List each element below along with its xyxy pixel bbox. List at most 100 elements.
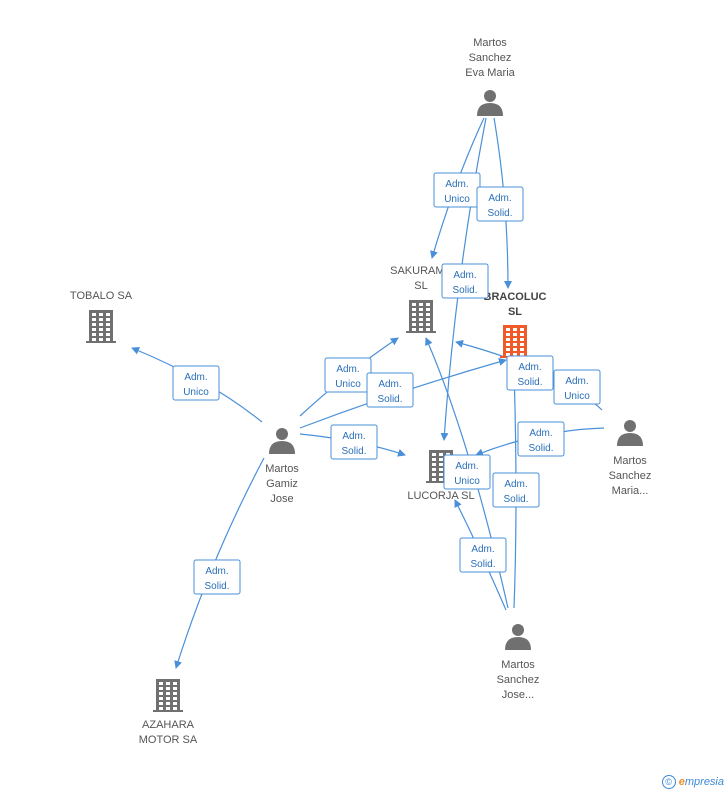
building-window bbox=[159, 692, 163, 695]
building-window bbox=[426, 313, 430, 316]
building-window bbox=[419, 328, 423, 331]
building-window bbox=[166, 692, 170, 695]
node-label: Martos bbox=[473, 37, 507, 49]
building-window bbox=[99, 333, 103, 336]
person-body bbox=[617, 433, 643, 446]
building-window bbox=[412, 308, 416, 311]
building-window bbox=[506, 328, 510, 331]
badge-label: Adm. bbox=[342, 431, 365, 442]
badge-label: Adm. bbox=[518, 362, 541, 373]
node-label: MOTOR SA bbox=[139, 734, 198, 746]
node-label: Maria... bbox=[612, 485, 649, 497]
edge-badge[interactable]: Adm. Unico bbox=[324, 357, 372, 393]
edge-badge[interactable]: Adm.Solid. bbox=[459, 537, 507, 573]
building-window bbox=[439, 463, 443, 466]
edge-badge[interactable]: Adm. Solid. bbox=[441, 263, 489, 299]
node-label: Jose bbox=[270, 493, 293, 505]
node-jose[interactable]: MartosSanchezJose... bbox=[497, 624, 540, 701]
badge-label: Adm. bbox=[488, 193, 511, 204]
person-icon bbox=[617, 420, 643, 446]
badge-label: Adm. bbox=[565, 376, 588, 387]
footer-brand[interactable]: ©empresia bbox=[661, 775, 724, 789]
building-window bbox=[412, 313, 416, 316]
building-window bbox=[173, 707, 177, 710]
building-window bbox=[166, 682, 170, 685]
person-body bbox=[269, 441, 295, 454]
badge-label: Solid. bbox=[517, 377, 542, 388]
edge-badge[interactable]: Adm. Solid. bbox=[330, 424, 378, 460]
node-maria[interactable]: MartosSanchezMaria... bbox=[609, 420, 652, 497]
badge-label: Solid. bbox=[487, 208, 512, 219]
edge-badge[interactable]: Adm. Unico bbox=[553, 369, 601, 405]
edge-badge[interactable]: Adm.Solid. bbox=[366, 372, 414, 408]
person-icon bbox=[269, 428, 295, 454]
edge-badge[interactable]: Adm.Unico bbox=[172, 365, 220, 401]
edge-badge[interactable]: Adm. Solid. bbox=[506, 355, 554, 391]
building-window bbox=[432, 453, 436, 456]
building-window bbox=[419, 323, 423, 326]
node-label: Sanchez bbox=[469, 52, 512, 64]
node-label: SL bbox=[414, 280, 427, 292]
node-label: Martos bbox=[501, 659, 535, 671]
building-window bbox=[520, 338, 524, 341]
badge-label: Adm. bbox=[445, 179, 468, 190]
copyright-icon: © bbox=[661, 775, 676, 789]
brand-name: mpresia bbox=[684, 776, 724, 788]
node-tobalo[interactable]: TOBALO SA bbox=[70, 290, 133, 343]
badge-label: Solid. bbox=[503, 494, 528, 505]
badge-box bbox=[441, 263, 489, 299]
building-window bbox=[520, 328, 524, 331]
person-body bbox=[477, 103, 503, 116]
building-window bbox=[92, 313, 96, 316]
building-window bbox=[419, 313, 423, 316]
badge-label: Adm. bbox=[453, 270, 476, 281]
building-window bbox=[92, 338, 96, 341]
badge-box bbox=[330, 424, 378, 460]
badge-label: Adm. bbox=[184, 372, 207, 383]
node-label: Sanchez bbox=[609, 470, 652, 482]
building-window bbox=[159, 687, 163, 690]
building-window bbox=[92, 328, 96, 331]
badge-label: Solid. bbox=[204, 581, 229, 592]
edge-badge[interactable]: Adm.Solid. bbox=[492, 472, 540, 508]
building-window bbox=[426, 328, 430, 331]
badge-label: Unico bbox=[564, 391, 590, 402]
node-label: Gamiz bbox=[266, 478, 298, 490]
badge-label: Solid. bbox=[341, 446, 366, 457]
edge-badge[interactable]: Adm. Solid. bbox=[476, 186, 524, 222]
node-label: Sanchez bbox=[497, 674, 540, 686]
badge-label: Solid. bbox=[452, 285, 477, 296]
building-window bbox=[506, 348, 510, 351]
badge-box bbox=[553, 369, 601, 405]
building-window bbox=[159, 702, 163, 705]
building-window bbox=[426, 318, 430, 321]
edge-badge[interactable]: Adm.Solid. bbox=[517, 421, 565, 457]
person-icon bbox=[505, 624, 531, 650]
building-window bbox=[106, 333, 110, 336]
building-icon bbox=[86, 310, 116, 343]
building-window bbox=[439, 468, 443, 471]
building-base bbox=[86, 341, 116, 343]
node-label: Martos bbox=[265, 463, 299, 475]
badge-box bbox=[517, 421, 565, 457]
building-window bbox=[99, 323, 103, 326]
badge-label: Unico bbox=[335, 379, 361, 390]
badge-label: Adm. bbox=[336, 364, 359, 375]
building-window bbox=[506, 353, 510, 356]
edge-badge[interactable]: Adm.Unico bbox=[443, 454, 491, 490]
node-label: LUCORJA SL bbox=[407, 490, 474, 502]
edge-badge[interactable]: Adm.Unico bbox=[433, 172, 481, 208]
person-head bbox=[624, 420, 636, 432]
building-window bbox=[412, 318, 416, 321]
building-window bbox=[506, 343, 510, 346]
brand-logo-e: e bbox=[678, 776, 685, 788]
building-window bbox=[419, 308, 423, 311]
edge-badge[interactable]: Adm.Solid. bbox=[193, 559, 241, 595]
building-window bbox=[92, 318, 96, 321]
